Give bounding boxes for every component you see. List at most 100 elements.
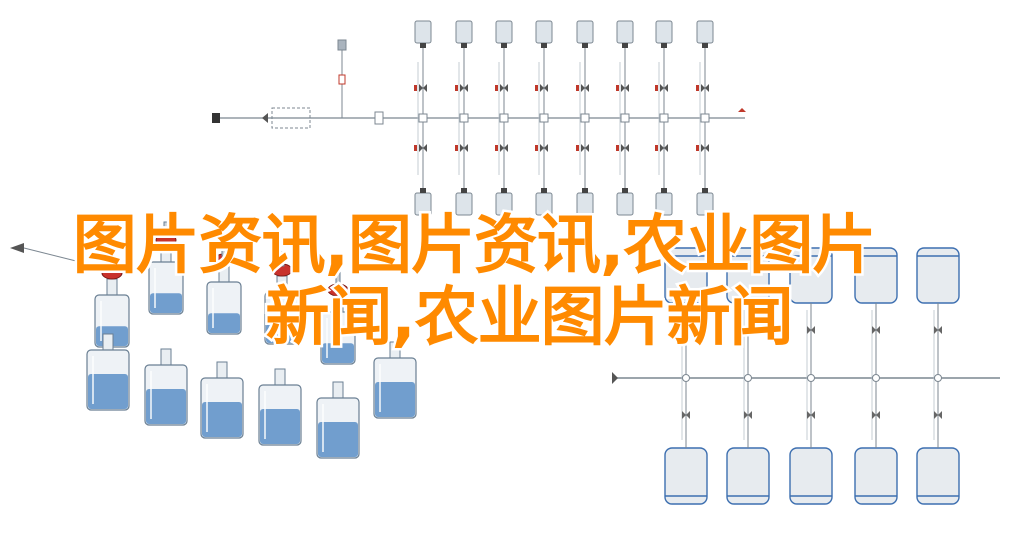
- vessel-valve-icon: [420, 188, 426, 193]
- filter-bottle: [264, 251, 300, 345]
- junction-icon: [659, 113, 669, 123]
- vessel-valve-icon: [420, 43, 426, 48]
- vessel-valve-icon: [622, 188, 628, 193]
- liquid-fill: [322, 343, 354, 363]
- indicator-icon: [495, 145, 498, 151]
- vessel-top: [576, 20, 594, 44]
- junction-icon: [872, 374, 880, 382]
- pipe-valve-icon: [744, 411, 752, 419]
- filter-housing: [271, 107, 311, 129]
- indicator-icon: [535, 145, 538, 151]
- vessel-valve-icon: [622, 43, 628, 48]
- liquid-fill: [208, 313, 240, 333]
- junction-icon: [499, 113, 509, 123]
- pipe-valve-icon: [460, 84, 468, 92]
- vessel-valve-icon: [501, 188, 507, 193]
- headline-line-1: 图片资讯,图片资讯,农业图片: [70, 208, 879, 285]
- indicator-icon: [655, 145, 658, 151]
- pipe-valve-icon: [682, 326, 690, 334]
- pointer-arrow-icon: [10, 243, 24, 253]
- filter-bottle: [200, 361, 244, 439]
- pipe-valve-icon: [872, 326, 880, 334]
- check-valve-icon: [262, 113, 268, 123]
- pipe-valve-icon: [581, 144, 589, 152]
- vessel-top: [414, 20, 432, 44]
- liquid-fill: [202, 402, 242, 437]
- vessel-valve-icon: [661, 188, 667, 193]
- tube-icon: [163, 221, 169, 237]
- vessel-valve-icon: [541, 43, 547, 48]
- pipe-valve-icon: [744, 326, 752, 334]
- pipe-valve-icon: [500, 84, 508, 92]
- liquid-fill: [266, 323, 298, 343]
- junction-icon: [744, 374, 752, 382]
- pipe-valve-icon: [934, 411, 942, 419]
- vessel-valve-icon: [661, 43, 667, 48]
- liquid-fill: [88, 374, 128, 409]
- inlet-arrow-icon: [612, 372, 618, 384]
- filter-bottle: [373, 341, 417, 419]
- pipe-valve-icon: [621, 144, 629, 152]
- junction-icon: [807, 374, 815, 382]
- indicator-icon: [495, 85, 498, 91]
- filter-bottle: [148, 221, 184, 315]
- filter-bottle: [86, 333, 130, 411]
- vessel-valve-icon: [702, 43, 708, 48]
- pipe-valve-icon: [621, 84, 629, 92]
- pipe-valve-icon: [500, 144, 508, 152]
- vessel-top: [535, 20, 553, 44]
- feed-line: [23, 247, 81, 263]
- gauge-icon: [337, 39, 347, 51]
- vessel-top: [655, 20, 673, 44]
- vessel-valve-icon: [582, 43, 588, 48]
- vessel-valve-icon: [461, 43, 467, 48]
- liquid-fill: [150, 293, 182, 313]
- pipe-valve-icon: [581, 84, 589, 92]
- tube-icon: [221, 241, 227, 257]
- filter-bottle: [144, 348, 188, 426]
- junction-icon: [459, 113, 469, 123]
- vessel-valve-icon: [582, 188, 588, 193]
- indicator-icon: [455, 145, 458, 151]
- headline-line-2: 新闻,农业图片新闻: [263, 280, 796, 357]
- indicator-icon: [414, 85, 417, 91]
- indicator-icon: [655, 85, 658, 91]
- vessel-valve-icon: [702, 188, 708, 193]
- sensor-icon: [338, 74, 346, 85]
- flow-meter-icon: [374, 111, 384, 125]
- liquid-fill: [146, 389, 186, 424]
- vessel-valve-icon: [501, 43, 507, 48]
- inlet-valve-icon: [212, 113, 220, 123]
- filter-bottle: [316, 381, 360, 459]
- pipe-valve-icon: [872, 411, 880, 419]
- indicator-icon: [696, 145, 699, 151]
- tube-icon: [279, 251, 285, 267]
- liquid-fill: [260, 409, 300, 444]
- indicator-icon: [535, 85, 538, 91]
- pipe-valve-icon: [660, 84, 668, 92]
- vessel-top: [455, 20, 473, 44]
- bottle-neck: [216, 361, 228, 379]
- liquid-fill: [375, 382, 415, 417]
- indicator-icon: [616, 85, 619, 91]
- junction-icon: [934, 374, 942, 382]
- pipe-valve-icon: [701, 144, 709, 152]
- indicator-icon: [576, 85, 579, 91]
- pipe-valve-icon: [419, 84, 427, 92]
- indicator-icon: [696, 85, 699, 91]
- flow-manifold-diagram: [212, 20, 746, 216]
- vessel-valve-icon: [461, 188, 467, 193]
- tube-icon: [335, 271, 341, 287]
- pipe-valve-icon: [807, 326, 815, 334]
- pipe-valve-icon: [660, 144, 668, 152]
- junction-icon: [580, 113, 590, 123]
- pipe-valve-icon: [934, 326, 942, 334]
- indicator-icon: [616, 145, 619, 151]
- junction-icon: [418, 113, 428, 123]
- vessel-top: [616, 20, 634, 44]
- pipe-valve-icon: [419, 144, 427, 152]
- bottle-neck: [274, 368, 286, 386]
- bottle-neck: [332, 381, 344, 399]
